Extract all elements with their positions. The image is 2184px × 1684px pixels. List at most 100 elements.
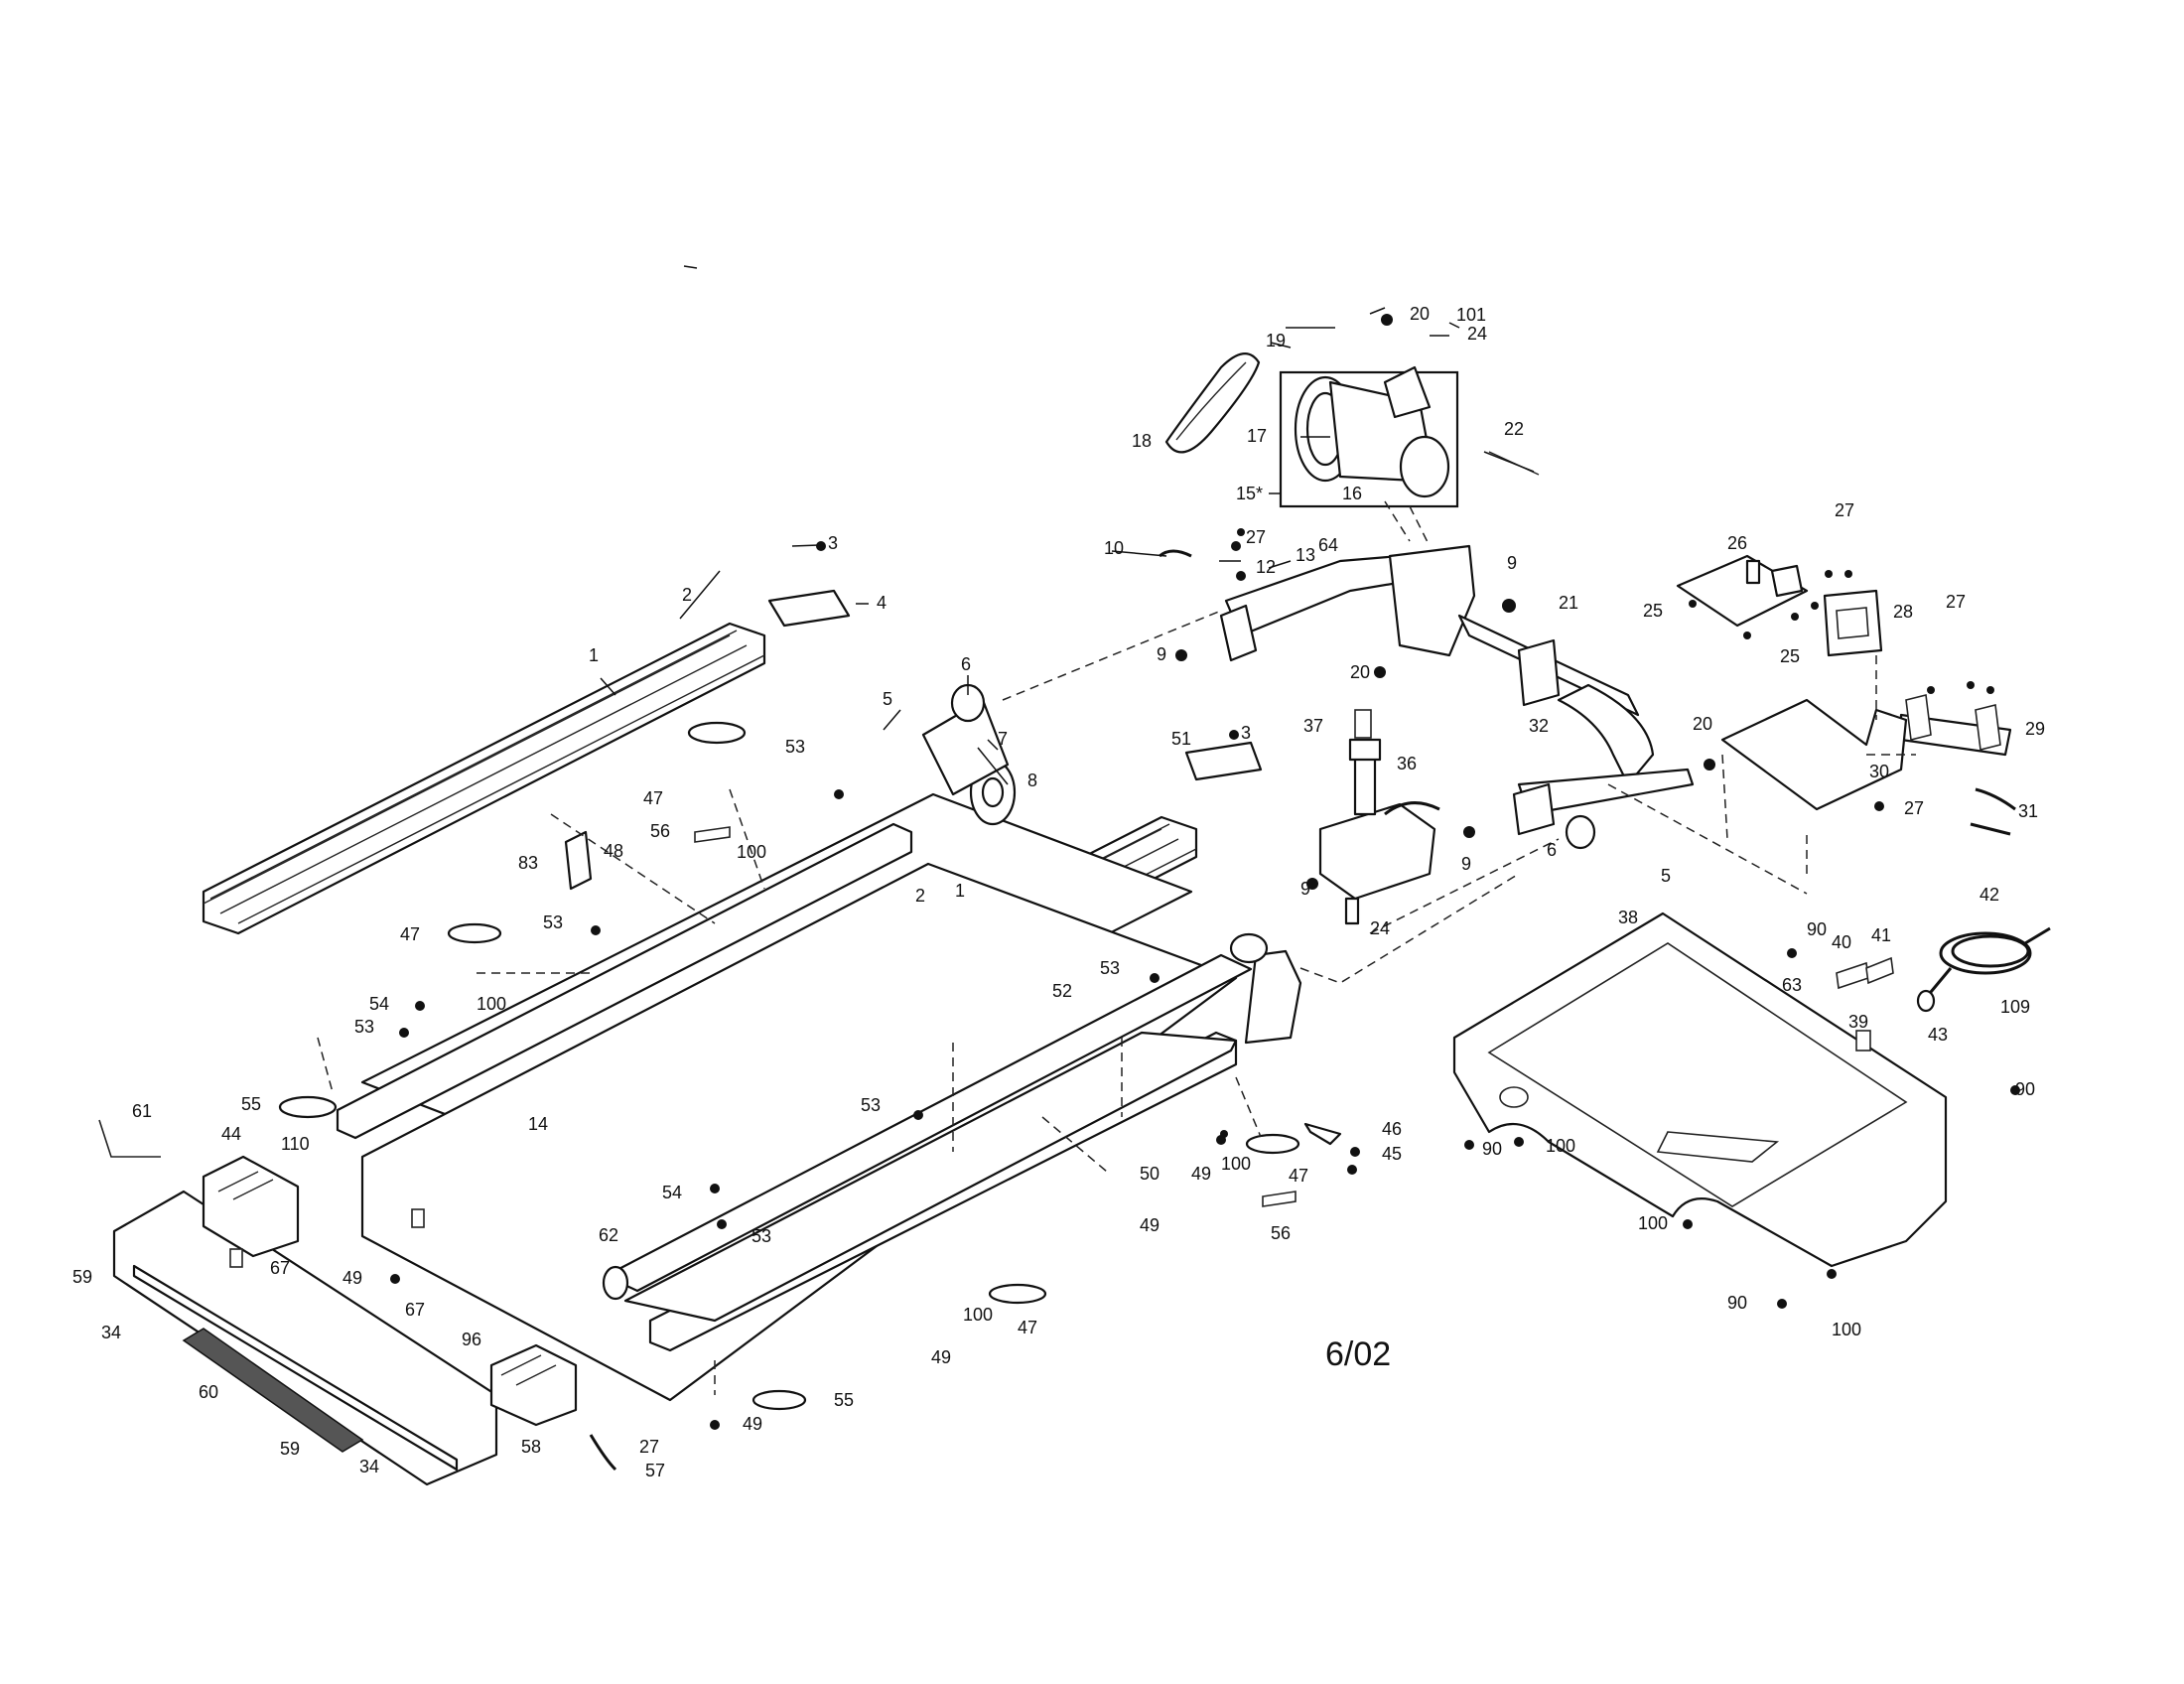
callout-100: 100	[1546, 1136, 1575, 1156]
callout-27: 27	[1835, 500, 1854, 520]
callout-56: 56	[650, 821, 670, 841]
revision-date: 6/02	[1325, 1335, 1391, 1373]
callout-54: 54	[662, 1183, 682, 1202]
motor-belt	[1164, 352, 1261, 454]
callout-17: 17	[1247, 426, 1267, 446]
callout-43: 43	[1928, 1025, 1948, 1045]
callout-14: 14	[528, 1114, 548, 1134]
motor-assembly	[1279, 365, 1459, 508]
callout-100: 100	[1832, 1320, 1861, 1339]
callout-67: 67	[405, 1300, 425, 1320]
callout-7: 7	[998, 729, 1008, 749]
callout-100: 100	[1638, 1213, 1668, 1233]
callout-53: 53	[785, 737, 805, 757]
callout-9: 9	[1507, 553, 1517, 573]
callout-58: 58	[521, 1437, 541, 1457]
callout-101: 101	[1456, 305, 1486, 325]
callout-60: 60	[199, 1382, 218, 1402]
upright-frame	[1219, 544, 1695, 836]
motor-hood	[1452, 912, 1948, 1268]
callout-90: 90	[1482, 1139, 1502, 1159]
callout-90: 90	[1727, 1293, 1747, 1313]
callout-10: 10	[1104, 538, 1124, 558]
callout-26: 26	[1727, 533, 1747, 553]
callout-34: 34	[101, 1323, 121, 1342]
callout-24: 24	[1467, 324, 1487, 344]
callout-3: 3	[828, 533, 838, 553]
callout-59: 59	[280, 1439, 300, 1459]
callout-49: 49	[743, 1414, 762, 1434]
callout-57: 57	[645, 1461, 665, 1480]
callout-52: 52	[1052, 981, 1072, 1001]
callout-53: 53	[543, 912, 563, 932]
motor-shield	[623, 1031, 1238, 1323]
callout-13: 13	[1296, 545, 1315, 565]
callout-67: 67	[270, 1258, 290, 1278]
callout-38: 38	[1618, 908, 1638, 927]
callout-50: 50	[1140, 1164, 1160, 1184]
callout-83: 83	[518, 853, 538, 873]
callout-32: 32	[1529, 716, 1549, 736]
callout-21: 21	[1559, 593, 1578, 613]
leader-lines	[600, 265, 1535, 785]
callout-90: 90	[1807, 919, 1827, 939]
walking-belt	[360, 862, 1238, 1402]
rear-roller	[602, 953, 1253, 1301]
callout-56: 56	[1271, 1223, 1291, 1243]
callout-27: 27	[639, 1437, 659, 1457]
callout-49: 49	[931, 1347, 951, 1367]
callout-42: 42	[1979, 885, 1999, 905]
left-side-rail	[202, 622, 766, 935]
callout-28: 28	[1893, 602, 1913, 622]
callout-49: 49	[342, 1268, 362, 1288]
rear-grille	[182, 1328, 364, 1453]
callout-47: 47	[1289, 1166, 1308, 1186]
rear-base	[112, 1190, 498, 1486]
callout-6: 6	[961, 654, 971, 674]
roller-bracket	[1229, 932, 1302, 1045]
callout-1: 1	[955, 881, 965, 901]
callout-25: 25	[1643, 601, 1663, 621]
small-brackets	[229, 589, 1894, 1268]
callout-22: 22	[1504, 419, 1524, 439]
callout-34: 34	[359, 1457, 379, 1476]
callout-40: 40	[1832, 932, 1851, 952]
callout-59: 59	[72, 1267, 92, 1287]
callout-39: 39	[1848, 1012, 1868, 1032]
callout-47: 47	[643, 788, 663, 808]
fasteners	[390, 314, 2020, 1430]
callout-36: 36	[1397, 754, 1417, 773]
callout-90: 90	[2015, 1079, 2035, 1099]
callout-12: 12	[1256, 557, 1276, 577]
callout-6: 6	[1547, 840, 1557, 860]
callout-62: 62	[599, 1225, 618, 1245]
callout-47: 47	[1018, 1318, 1037, 1337]
callout-labels: 1 1 2 2 3 3 4 5 5 6 6 7 8 9 9 9 9 10 12 …	[72, 304, 2045, 1480]
assembly-dash-lines	[317, 500, 1916, 1395]
callout-5: 5	[883, 689, 892, 709]
callout-46: 46	[1382, 1119, 1402, 1139]
callout-20: 20	[1350, 662, 1370, 682]
callout-20: 20	[1693, 714, 1712, 734]
callout-24: 24	[1370, 918, 1390, 938]
callout-100: 100	[963, 1305, 993, 1325]
callout-54: 54	[369, 994, 389, 1014]
rear-foot-right	[489, 1343, 578, 1427]
callout-53: 53	[861, 1095, 881, 1115]
callout-53: 53	[751, 1226, 771, 1246]
callout-61: 61	[132, 1101, 152, 1121]
callout-5: 5	[1661, 866, 1671, 886]
callout-96: 96	[462, 1330, 481, 1349]
callout-53: 53	[1100, 958, 1120, 978]
callout-63: 63	[1782, 975, 1802, 995]
callout-30: 30	[1869, 762, 1889, 781]
callout-4: 4	[877, 593, 887, 613]
callout-55: 55	[241, 1094, 261, 1114]
mounting-bracket	[1899, 694, 2012, 757]
wires	[98, 451, 2016, 1472]
motor-plate	[1720, 698, 1908, 811]
callout-48: 48	[604, 841, 623, 861]
callout-53: 53	[354, 1017, 374, 1037]
callout-2: 2	[915, 886, 925, 906]
